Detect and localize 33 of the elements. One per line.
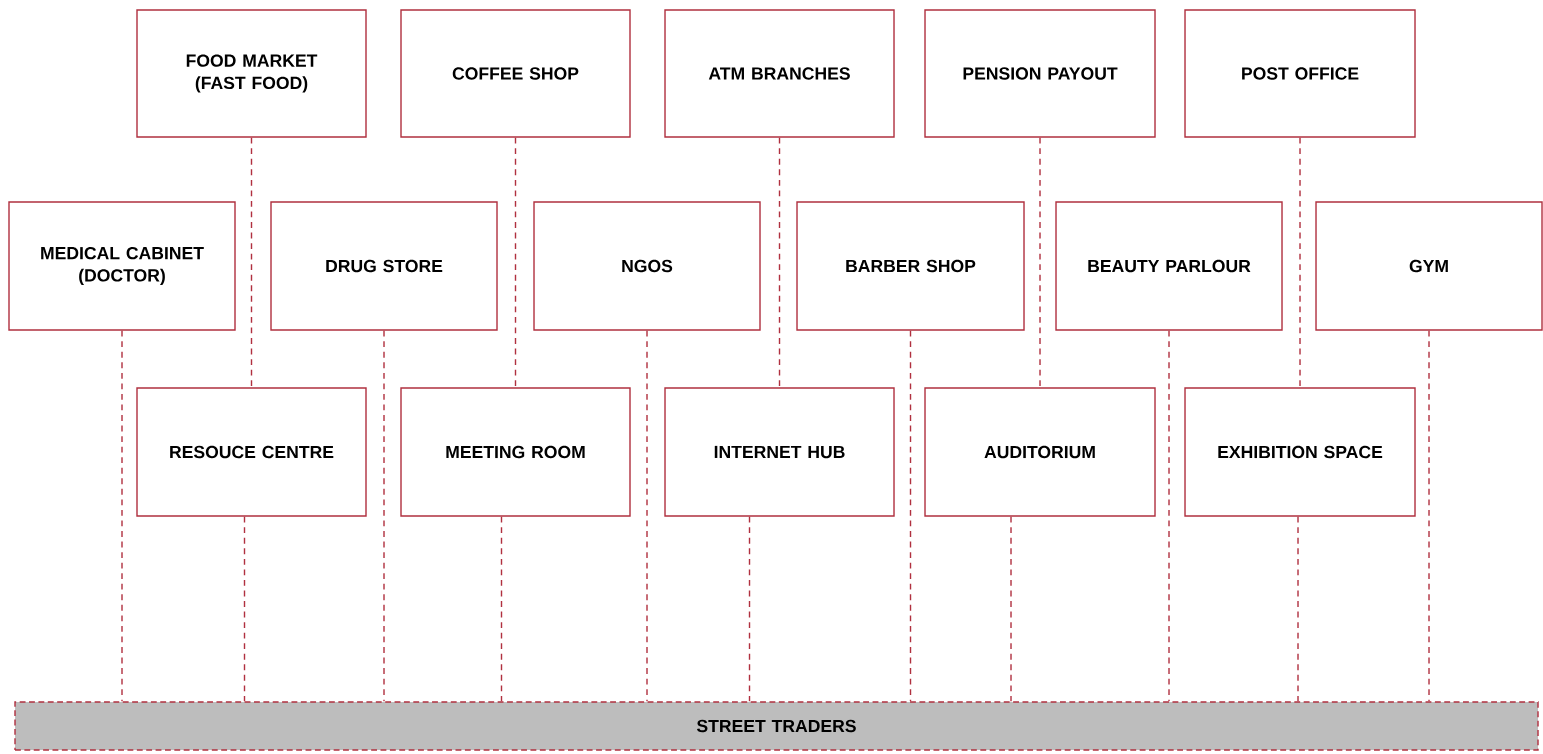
street-band: STREET TRADERS [14,701,1539,751]
place-box: MEDICAL CABINET (DOCTOR) [8,201,236,331]
dashed-connector [1010,516,1012,702]
dashed-connector [514,137,517,388]
dashed-connector [121,330,123,702]
dashed-connector [748,516,751,702]
dashed-connector [1297,516,1299,702]
dashed-connector [1168,330,1170,702]
place-box: PENSION PAYOUT [924,9,1156,138]
dashed-connector [1039,137,1041,388]
place-box: POST OFFICE [1184,9,1416,138]
place-box: MEETING ROOM [400,387,631,517]
place-box: AUDITORIUM [924,387,1156,517]
dashed-connector [1299,137,1301,388]
place-box: ATM BRANCHES [664,9,895,138]
dashed-connector [1428,330,1430,702]
dashed-connector [243,516,246,702]
place-box: GYM [1315,201,1543,331]
place-box: NGOS [533,201,761,331]
dashed-connector [250,137,253,388]
place-box: FOOD MARKET (FAST FOOD) [136,9,367,138]
place-box: DRUG STORE [270,201,498,331]
dashed-connector [646,330,648,702]
place-box: BEAUTY PARLOUR [1055,201,1283,331]
dashed-connector [909,330,912,702]
place-box: BARBER SHOP [796,201,1025,331]
dashed-connector [778,137,781,388]
place-box: INTERNET HUB [664,387,895,517]
dashed-connector [500,516,503,702]
place-box: RESOUCE CENTRE [136,387,367,517]
dashed-connector [383,330,385,702]
place-box: EXHIBITION SPACE [1184,387,1416,517]
place-box: COFFEE SHOP [400,9,631,138]
